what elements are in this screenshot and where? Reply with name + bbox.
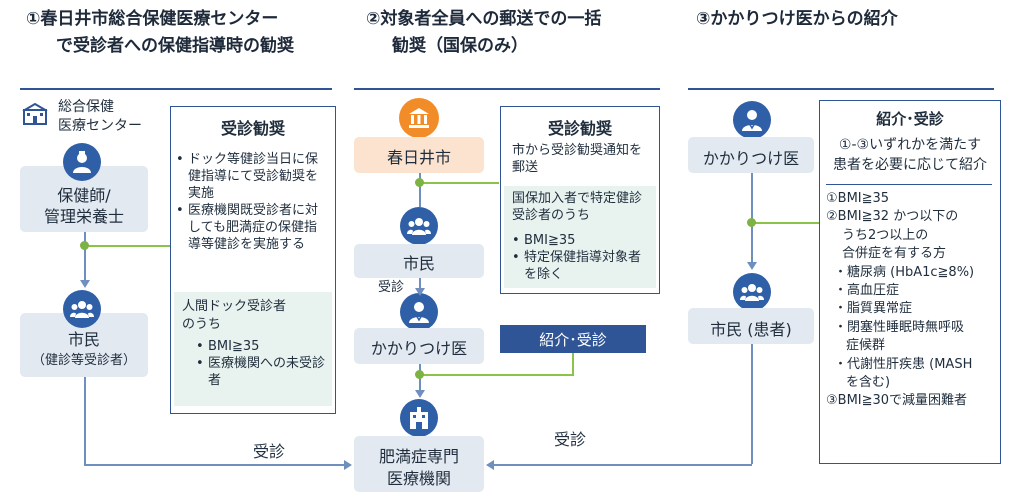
col1-bottom-hline	[84, 464, 346, 466]
hospital-label-line1: 肥満症専門	[378, 447, 459, 466]
col3-flow-arrow-1	[747, 262, 757, 270]
col1-box-item: 医療機関既受診者に対しても肥満症の保健指導等健診を実施する	[176, 202, 328, 253]
col2-sub-list: BMI≧35 特定保健指導対象者を除く	[512, 232, 652, 283]
col1-sub-item: BMI≧35	[196, 338, 326, 355]
col1-bottom-line	[84, 377, 86, 465]
col2-flow-line-1	[419, 173, 421, 207]
criteria-item: 合併症を有する方	[842, 246, 947, 262]
col2-green-link-1	[423, 182, 499, 184]
col1-bottom-arrow	[344, 460, 352, 470]
col1-box-title: 受診勧奨	[220, 119, 285, 138]
hospital-icon	[400, 399, 438, 437]
col2-visit-label-small: 受診	[378, 280, 405, 295]
criteria-item: ①BMI≧35	[826, 191, 890, 206]
citizen-group-icon-1	[63, 290, 101, 328]
col1-sub-item: 医療機関への未受診者	[196, 355, 326, 389]
center-label-line1: 総合保健	[58, 99, 114, 115]
criteria-item: ・代謝性肝疾患 (MASH	[834, 356, 973, 372]
city-label: 春日井市	[386, 148, 451, 167]
col3-box-sub-line2: 患者を必要に応じて紹介	[833, 157, 987, 173]
criteria-item: ②BMI≧32 かつ以下の	[826, 209, 959, 225]
doctor-node-3	[688, 137, 814, 173]
criteria-item: 症候群	[846, 338, 886, 354]
col3-bottom-arrow	[486, 460, 494, 470]
city-hall-icon	[399, 98, 439, 138]
col1-heading-line1: ①春日井市総合保健医療センター	[26, 9, 279, 29]
nurse-icon	[63, 143, 101, 181]
col1-heading-line2: で受診者への保健指導時の勧奨	[56, 36, 294, 56]
col1-sub-list: BMI≧35 医療機関への未受診者	[196, 338, 326, 389]
col3-box-title: 紹介･受診	[876, 110, 944, 128]
col2-green-dot-2	[415, 370, 424, 379]
criteria-item: ・閉塞性睡眠時無呼吸	[834, 319, 965, 335]
col1-box-list: ドック等健診当日に保健指導にて受診勧奨を実施 医療機関既受診者に対しても肥満症の…	[176, 151, 328, 253]
criteria-item: ・高血圧症	[834, 283, 900, 299]
col3-box-divider	[826, 184, 992, 185]
col2-sub-item: 特定保健指導対象者を除く	[512, 249, 652, 283]
col3-rule	[688, 88, 994, 90]
col2-green-link-2v	[572, 353, 574, 376]
doctor-node-2	[354, 328, 484, 364]
col2-flow-arrow-3	[415, 390, 425, 398]
doctor-3-label: かかりつけ医	[702, 149, 800, 168]
col2-heading-line2: 勧奨（国保のみ）	[392, 36, 528, 56]
col1-sub-line2: のうち	[182, 317, 222, 332]
nurse-label-line2: 管理栄養士	[43, 207, 124, 226]
col3-green-link	[755, 222, 819, 224]
col1-box-item: ドック等健診当日に保健指導にて受診勧奨を実施	[176, 151, 328, 202]
col1-flow-arrow	[80, 280, 90, 288]
col2-sub-item: BMI≧35	[512, 232, 652, 249]
col3-criteria-list: ①BMI≧35 ②BMI≧32 かつ以下の うち2つ以上の 合併症を有する方 ・…	[826, 190, 996, 411]
col3-referral-box	[819, 100, 1001, 464]
col1-rule	[20, 88, 332, 90]
col1-sub-line1: 人間ドック受診者	[182, 299, 287, 314]
patient-label: 市民 (患者)	[710, 320, 792, 339]
col3-bottom-hline	[494, 464, 752, 466]
doctor-2-label: かかりつけ医	[370, 339, 468, 358]
col3-bottom-line	[751, 344, 753, 464]
city-node	[354, 137, 484, 173]
criteria-item: うち2つ以上の	[842, 227, 929, 243]
patient-group-icon	[733, 273, 771, 311]
referral-banner-label: 紹介･受診	[539, 331, 607, 349]
center-label-line2: 医療センター	[58, 118, 142, 134]
col3-box-sub-line1: ①-③いずれかを満たす	[838, 137, 982, 153]
criteria-item: ・糖尿病 (HbA1c≧8%)	[834, 264, 975, 280]
nurse-label-line1: 保健師/	[57, 186, 111, 205]
hospital-label-line2: 医療機関	[386, 469, 451, 488]
health-center-icon	[22, 102, 48, 125]
hospital-node	[354, 436, 484, 492]
patient-node	[688, 308, 814, 344]
col2-sub-text: 国保加入者で特定健診受診者のうち	[512, 191, 643, 223]
citizen-node-2	[354, 244, 484, 278]
col2-box-title: 受診勧奨	[547, 119, 612, 138]
col1-green-link	[88, 245, 170, 247]
col2-rule	[354, 88, 660, 90]
col2-green-dot-1	[415, 178, 424, 187]
col2-flow-arrow-2	[415, 288, 425, 296]
col3-green-dot	[747, 218, 756, 227]
criteria-item: ③BMI≧30で減量困難者	[826, 393, 968, 409]
criteria-item: ・脂質異常症	[834, 301, 913, 317]
col3-heading: ③かかりつけ医からの紹介	[696, 9, 898, 29]
citizen-2-label: 市民	[402, 254, 435, 273]
col3-visit-label: 受診	[554, 430, 587, 449]
referral-banner	[500, 325, 646, 353]
col2-green-link-2	[423, 374, 573, 376]
citizen-1-label-line2: （健診等受診者）	[31, 353, 136, 368]
col1-green-dot	[80, 241, 89, 250]
col2-box-text: 市から受診勧奨通知を郵送	[512, 143, 643, 175]
col1-visit-label: 受診	[253, 442, 286, 461]
criteria-item: を含む)	[846, 375, 891, 391]
citizen-1-label-line1: 市民	[67, 330, 100, 349]
col1-flow-line	[84, 232, 86, 282]
doctor-icon-2	[400, 293, 438, 331]
citizen-group-icon-2	[400, 207, 438, 245]
col2-flow-line-2	[419, 278, 421, 292]
col2-heading-line1: ②対象者全員への郵送での一括	[366, 9, 602, 29]
doctor-icon-3	[733, 101, 771, 139]
